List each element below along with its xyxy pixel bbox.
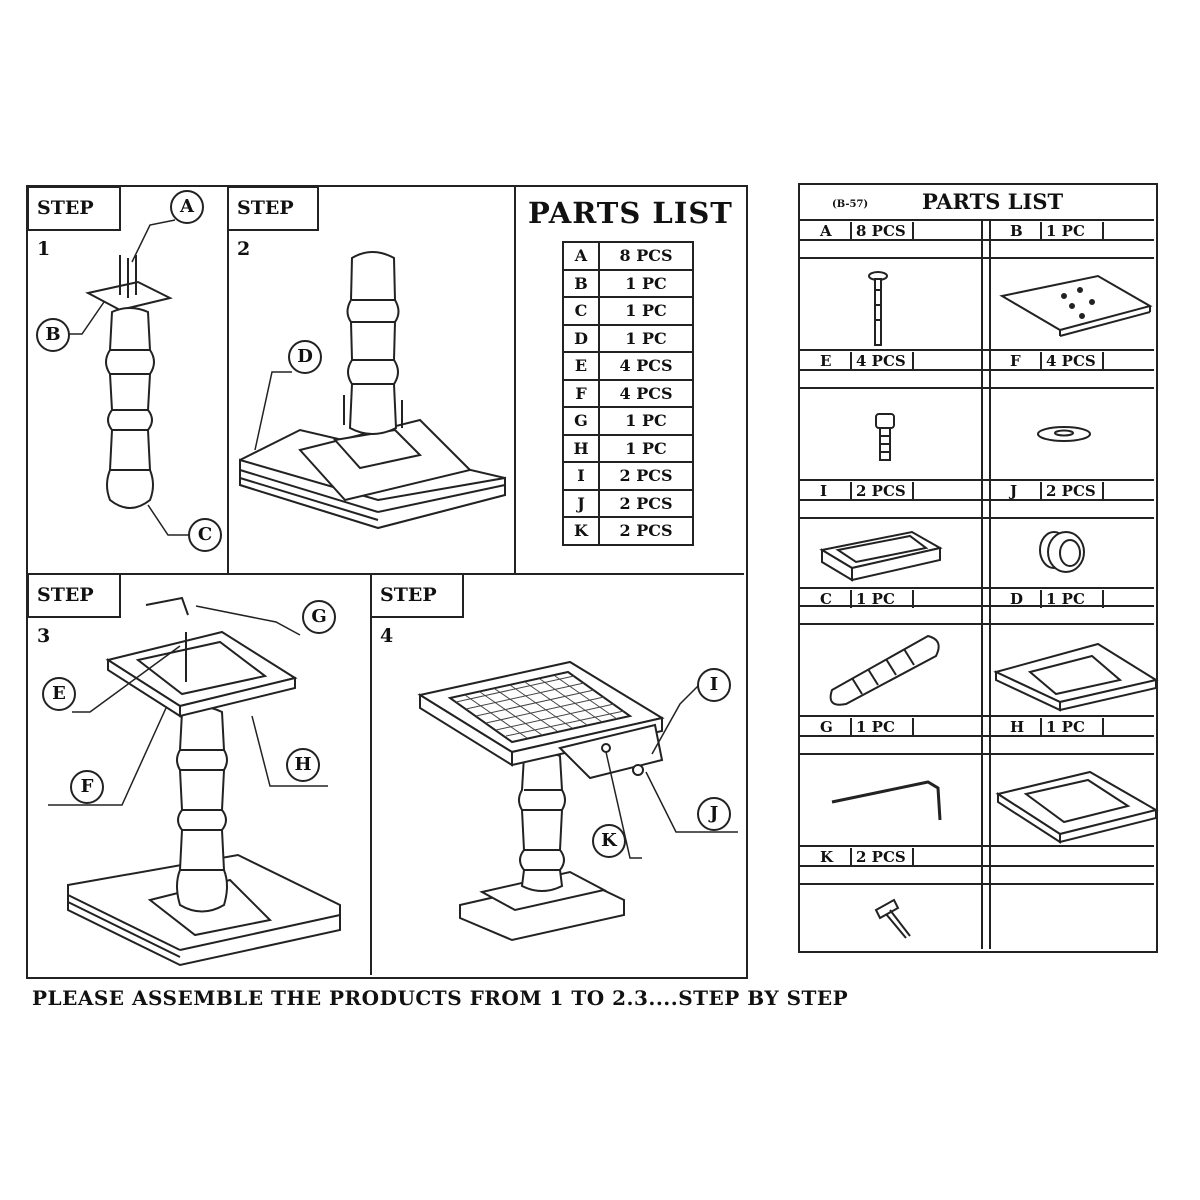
- part-header-i: I 2 PCS: [802, 482, 914, 500]
- part-quantity: 2 PCS: [598, 488, 694, 518]
- part-quantity: 1 PC: [598, 296, 694, 326]
- part-letter: J: [1010, 482, 1018, 500]
- part-letter: E: [562, 351, 600, 381]
- callout-j: J: [697, 797, 731, 831]
- part-header-k: K 2 PCS: [802, 848, 914, 866]
- part-letter: E: [820, 352, 832, 370]
- part-header-b: B 1 PC: [992, 222, 1104, 240]
- part-header-d: D 1 PC: [992, 590, 1104, 608]
- part-quantity: 2 PCS: [1040, 482, 1104, 500]
- part-quantity: 1 PC: [1040, 718, 1104, 736]
- part-header-g: G 1 PC: [802, 718, 914, 736]
- part-quantity: 4 PCS: [850, 352, 914, 370]
- callout-g: G: [302, 600, 336, 634]
- part-quantity: 1 PC: [598, 268, 694, 298]
- parts-panel-title: PARTS LIST: [922, 189, 1064, 214]
- callout-i: I: [697, 668, 731, 702]
- part-letter: F: [562, 378, 600, 408]
- part-letter: H: [1010, 718, 1025, 736]
- part-letter: C: [562, 296, 600, 326]
- part-letter: B: [1010, 222, 1023, 240]
- part-header-c: C 1 PC: [802, 590, 914, 608]
- callout-k: K: [592, 824, 626, 858]
- part-header-j: J 2 PCS: [992, 482, 1104, 500]
- part-header-a: A 8 PCS: [802, 222, 914, 240]
- part-header-f: F 4 PCS: [992, 352, 1104, 370]
- assembly-instruction: PLEASE ASSEMBLE THE PRODUCTS FROM 1 TO 2…: [32, 986, 849, 1010]
- part-quantity: 1 PC: [1040, 590, 1104, 608]
- callout-f: F: [70, 770, 104, 804]
- part-letter: F: [1010, 352, 1021, 370]
- part-header-h: H 1 PC: [992, 718, 1104, 736]
- step-4-label: STEP 4: [370, 573, 464, 647]
- part-quantity: 1 PC: [598, 433, 694, 463]
- parts-list-title: PARTS LIST: [528, 196, 733, 230]
- part-quantity: 1 PC: [598, 323, 694, 353]
- part-letter: I: [820, 482, 828, 500]
- part-letter: C: [820, 590, 832, 608]
- part-quantity: 1 PC: [850, 590, 914, 608]
- part-letter: J: [562, 488, 600, 518]
- part-quantity: 1 PC: [1040, 222, 1104, 240]
- part-letter: B: [562, 268, 600, 298]
- part-quantity: 4 PCS: [598, 351, 694, 381]
- step-1-label: STEP 1: [27, 186, 121, 260]
- part-quantity: 2 PCS: [598, 461, 694, 491]
- step-3-label: STEP 3: [27, 573, 121, 647]
- part-letter: I: [562, 461, 600, 491]
- part-quantity: 2 PCS: [598, 516, 694, 546]
- part-quantity: 4 PCS: [1040, 352, 1104, 370]
- part-letter: A: [820, 222, 832, 240]
- part-quantity: 8 PCS: [598, 241, 694, 271]
- callout-c: C: [188, 518, 222, 552]
- part-quantity: 2 PCS: [850, 848, 914, 866]
- part-letter: D: [562, 323, 600, 353]
- callout-d: D: [288, 340, 322, 374]
- part-letter: A: [562, 241, 600, 271]
- part-quantity: 8 PCS: [850, 222, 914, 240]
- part-letter: G: [562, 406, 600, 436]
- part-quantity: 4 PCS: [598, 378, 694, 408]
- part-quantity: 1 PC: [850, 718, 914, 736]
- part-letter: H: [562, 433, 600, 463]
- part-quantity: 2 PCS: [850, 482, 914, 500]
- parts-panel-code: (B-57): [832, 199, 869, 210]
- step-2-label: STEP 2: [227, 186, 319, 260]
- parts-panel: [798, 183, 1158, 953]
- part-letter: G: [820, 718, 833, 736]
- part-letter: D: [1010, 590, 1024, 608]
- callout-a: A: [170, 190, 204, 224]
- callout-h: H: [286, 748, 320, 782]
- callout-b: B: [36, 318, 70, 352]
- part-letter: K: [820, 848, 834, 866]
- part-header-e: E 4 PCS: [802, 352, 914, 370]
- part-letter: K: [562, 516, 600, 546]
- callout-e: E: [42, 677, 76, 711]
- part-quantity: 1 PC: [598, 406, 694, 436]
